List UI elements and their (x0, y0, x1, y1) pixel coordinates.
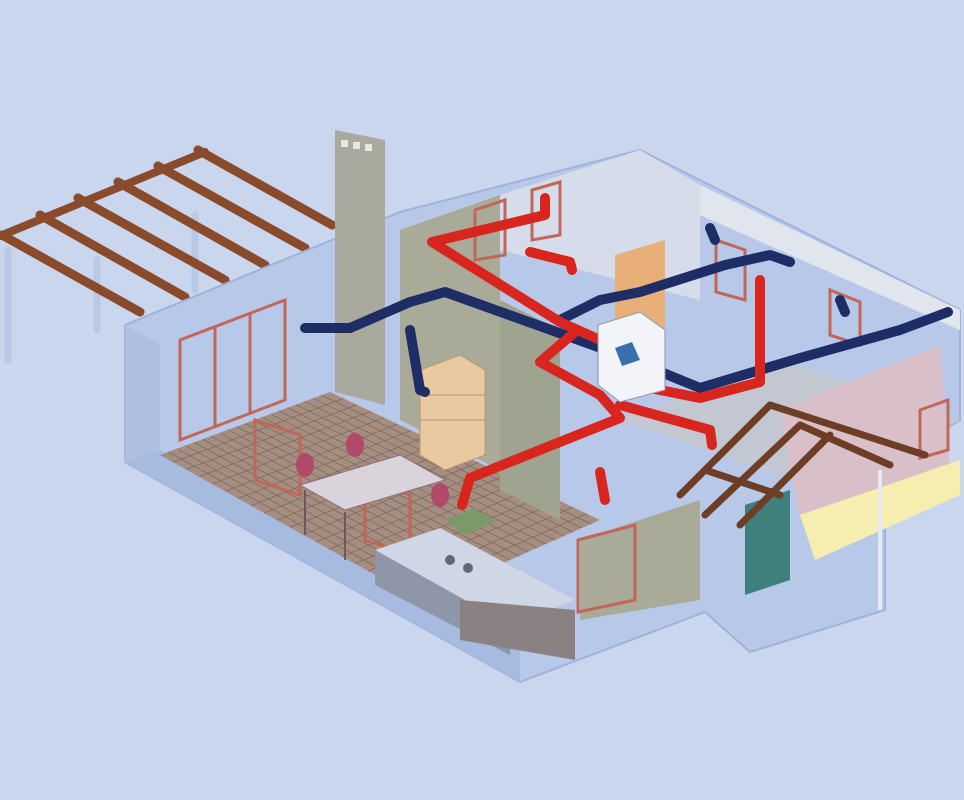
window (253, 417, 302, 498)
supply-duct (427, 193, 765, 510)
left-glass-wall (125, 325, 160, 470)
floor-grid-line (295, 404, 565, 537)
chair (346, 433, 364, 457)
heat-recovery-unit (597, 311, 666, 403)
chimney (335, 130, 385, 405)
front-glass-wall (125, 450, 520, 682)
pergola-crossbeam (0, 148, 209, 240)
door (745, 490, 790, 595)
pergola-beam (0, 230, 145, 317)
pergola-beam (35, 210, 190, 302)
range-hood (445, 508, 495, 535)
floor-grid-line (341, 481, 520, 557)
pergola (0, 145, 337, 364)
pergola-beam (193, 145, 337, 230)
floor-grid-line (302, 462, 479, 536)
kitchen-counter (375, 528, 575, 660)
extract-duct (300, 223, 953, 397)
roof-truss (676, 401, 929, 529)
chair (296, 453, 314, 477)
pergola-beam (153, 161, 310, 253)
window (576, 523, 637, 614)
windows (178, 180, 950, 614)
window (918, 397, 950, 460)
pergola-beam (73, 193, 230, 285)
window (714, 237, 747, 302)
dining-table (296, 433, 449, 560)
shelf (419, 354, 486, 471)
bedroom-wall (700, 185, 960, 330)
floor-grid-line (328, 474, 506, 550)
window (530, 180, 562, 242)
partition-wall (580, 500, 700, 620)
chair (431, 483, 449, 507)
window (473, 197, 507, 262)
pergola-beam (113, 177, 270, 270)
